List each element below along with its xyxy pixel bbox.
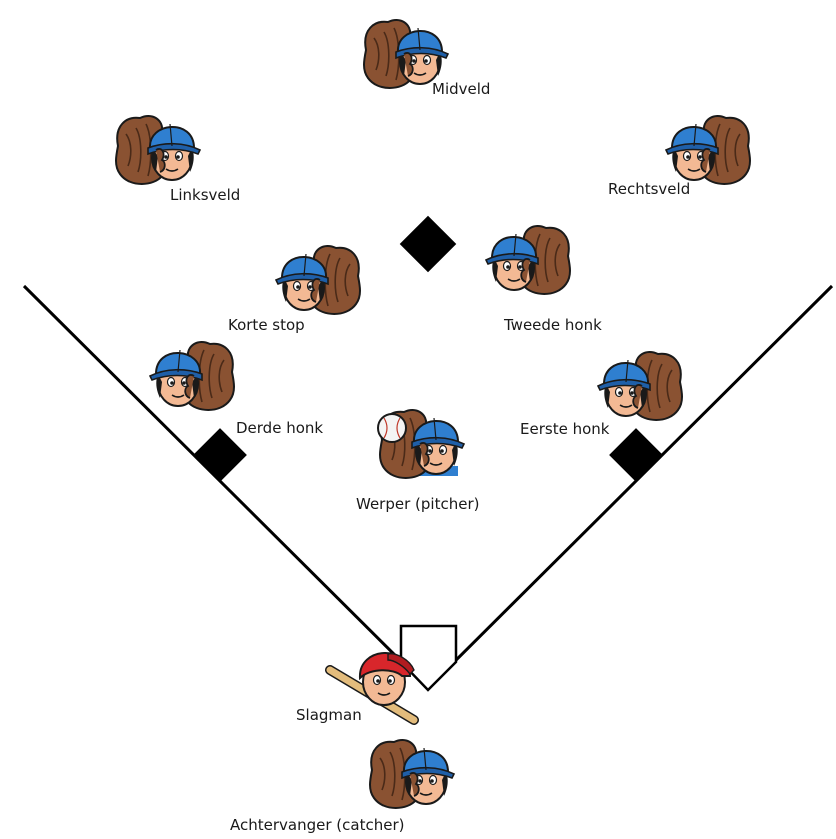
label-right-field: Rechtsveld xyxy=(608,180,691,198)
third-baseman-figure xyxy=(150,342,234,410)
batter-figure xyxy=(325,652,419,725)
pitcher-figure xyxy=(377,408,465,479)
baseball-icon xyxy=(377,413,407,443)
second-baseman-figure xyxy=(486,226,570,294)
label-center-field: Midveld xyxy=(432,80,491,98)
label-pitcher: Werper (pitcher) xyxy=(356,495,480,513)
label-catcher: Achtervanger (catcher) xyxy=(230,816,405,834)
first-baseman-figure xyxy=(598,352,682,420)
home-plate xyxy=(399,624,458,692)
second-base xyxy=(399,215,457,273)
first-base xyxy=(609,428,663,482)
third-base-foul-line xyxy=(22,284,430,690)
catcher-figure xyxy=(369,738,455,809)
left-fielder-figure xyxy=(115,114,201,185)
label-left-field: Linksveld xyxy=(170,186,241,204)
label-shortstop: Korte stop xyxy=(228,316,305,334)
shortstop-figure xyxy=(276,246,360,314)
center-fielder-figure xyxy=(363,18,449,89)
label-first-base: Eerste honk xyxy=(520,420,610,438)
label-second-base: Tweede honk xyxy=(504,316,602,334)
first-base-foul-line xyxy=(426,284,834,690)
label-batter: Slagman xyxy=(296,706,362,724)
third-base xyxy=(193,428,247,482)
right-fielder-figure xyxy=(666,116,750,184)
label-third-base: Derde honk xyxy=(236,419,324,437)
